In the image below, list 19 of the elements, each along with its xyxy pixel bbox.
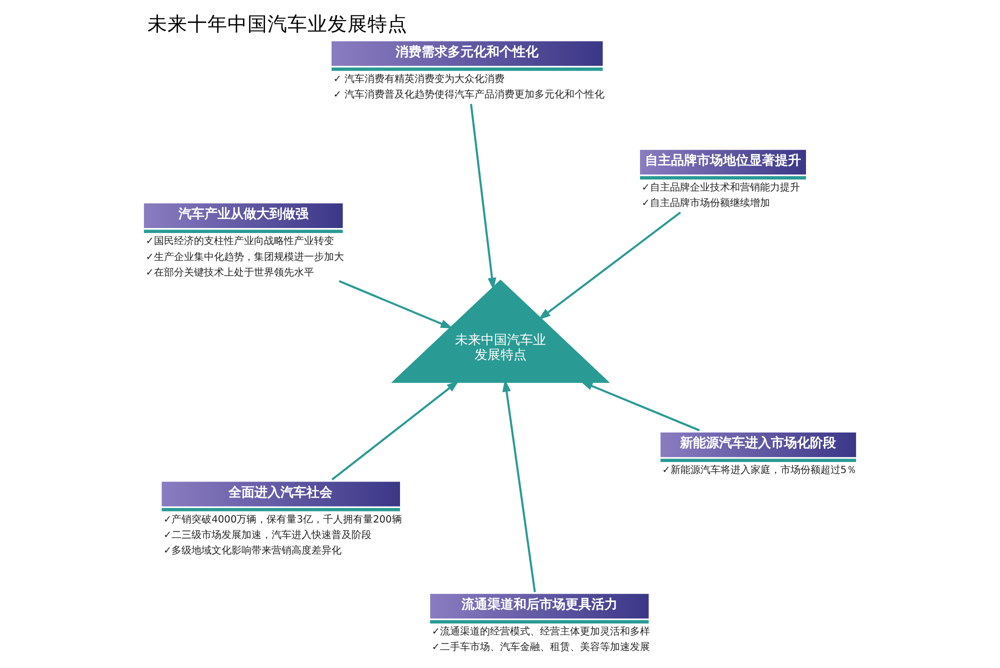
node-label: ✓ 汽车消费有精英消费变为大众化消费 [333,74,505,86]
node-label: ✓产销突破4000万辆，保有量3亿，千人拥有量200辆 [163,514,402,526]
arrow [580,381,700,432]
node-label: ✓流通渠道的经营模式、经营主体更加灵活和多样 [432,626,650,638]
node-label: ✓国民经济的支柱性产业向战略性产业转变 [146,236,334,248]
node-label: ✓新能源汽车将进入家庭，市场份额超过5％ [662,465,857,476]
diagram-title: 未来十年中国汽车业发展特点 [147,12,408,36]
node-label: ✓二手车市场、汽车金融、租赁、美容等加速发展 [432,642,650,654]
arrow [538,212,681,320]
node-label: ✓在部分关键技术上处于世界领先水平 [146,267,314,278]
node-label: ✓自主品牌市场份额继续增加 [642,198,770,210]
node-label: ✓二三级市场发展加速，汽车进入快速普及阶段 [163,530,372,542]
node-label: ✓多级地域文化影响带来营销高度差异化 [163,546,342,557]
node-label: ✓生产企业集中化趋势，集团规模进一步加大 [146,252,344,263]
node-label: ✓ 汽车消费普及化趋势使得汽车产品消费更加多元化和个性化 [333,90,605,101]
arrow [331,380,460,480]
arrow [338,280,453,329]
node-label: ✓自主品牌企业技术和营销能力提升 [642,182,800,194]
arrow [470,104,496,290]
